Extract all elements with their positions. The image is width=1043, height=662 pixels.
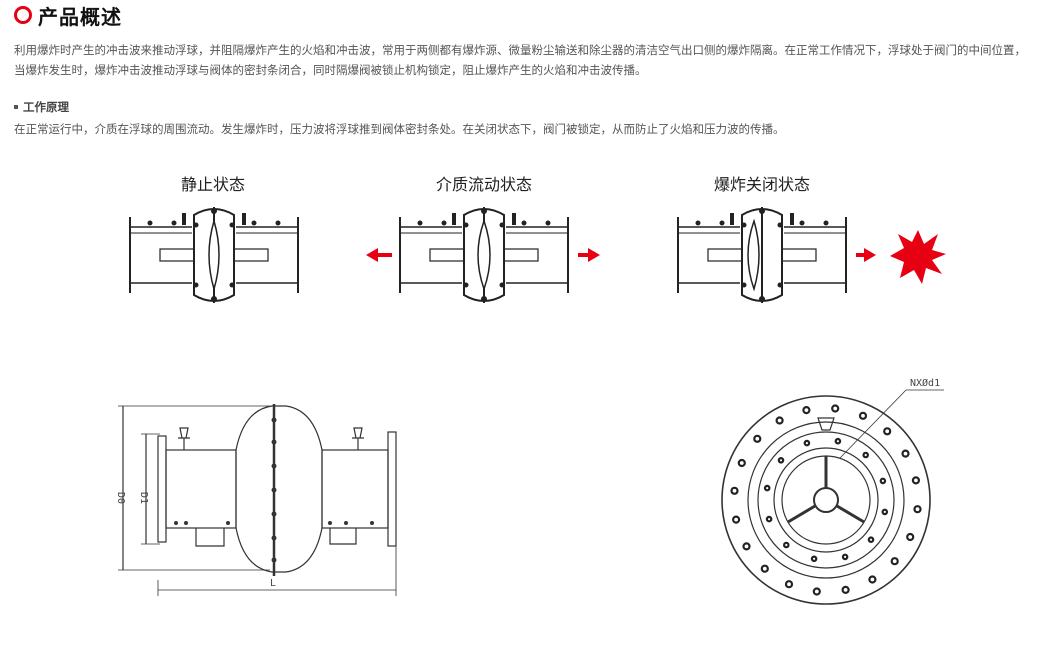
- bolt-hole: [890, 557, 899, 566]
- bolt-hole: [803, 439, 811, 447]
- bolt-hole: [841, 585, 850, 595]
- bolt-hole: [753, 434, 762, 443]
- bolt-hole: [834, 437, 842, 445]
- bolt-hole: [765, 515, 773, 523]
- flow-arrow-right-icon: [578, 248, 600, 262]
- bolt-hole: [881, 508, 889, 516]
- bolt-hole: [858, 411, 868, 420]
- front-view-bolt-holes: [730, 404, 922, 596]
- valve-static: [129, 206, 299, 304]
- side-view-bolts: [174, 417, 374, 563]
- bolt-hole: [775, 416, 784, 425]
- dim-inner-diameter: D1: [138, 492, 149, 504]
- bolt-hole: [862, 451, 870, 459]
- flow-arrow-left-icon: [366, 248, 392, 262]
- bolt-hole: [906, 532, 915, 542]
- bolt-hole: [802, 406, 811, 415]
- valve-closed: [677, 206, 847, 304]
- state-label-flow: 介质流动状态: [436, 175, 532, 194]
- bolt-hole: [737, 458, 746, 468]
- bolt-hole: [782, 541, 790, 549]
- explosion-burst-icon: [890, 230, 946, 284]
- bolt-hole: [911, 476, 921, 485]
- overview-line-2: 当爆炸发生时，爆炸冲击波推动浮球与阀体的密封条闭合，同时隔爆阀被锁止机构锁定，阻…: [14, 63, 647, 77]
- bolt-hole: [867, 536, 875, 544]
- section-header: 产品概述: [14, 2, 122, 29]
- overview-paragraph: 利用爆炸时产生的冲击波来推动浮球，并阻隔爆炸产生的火焰和冲击波，常用于两侧都有爆…: [14, 40, 1043, 80]
- principle-heading-text: 工作原理: [23, 100, 69, 114]
- dim-length: L: [270, 578, 276, 589]
- section-title: 产品概述: [38, 4, 122, 29]
- bolt-hole: [841, 553, 849, 561]
- state-label-static: 静止状态: [181, 175, 245, 194]
- principle-paragraph: 在正常运行中，介质在浮球的周围流动。发生爆炸时，压力波将浮球推到阀体密封条处。在…: [14, 122, 785, 136]
- bolt-hole: [742, 542, 751, 551]
- bolt-hole: [763, 484, 771, 492]
- bolt-hole: [810, 555, 818, 563]
- bolt-hole: [730, 486, 739, 495]
- dim-outer-diameter: D0: [115, 492, 126, 504]
- overview-line-1: 利用爆炸时产生的冲击波来推动浮球，并阻隔爆炸产生的火焰和冲击波，常用于两侧都有爆…: [14, 43, 1026, 57]
- bolt-hole: [760, 564, 769, 573]
- bolt-hole: [831, 404, 840, 413]
- valve-flow: [399, 206, 569, 304]
- dim-holes: NXØd1: [910, 377, 940, 389]
- side-view-drawing: [118, 404, 397, 596]
- front-view-drawing: [721, 389, 944, 605]
- bolt-hole: [868, 575, 877, 584]
- bolt-hole: [879, 477, 887, 485]
- bolt-hole: [777, 456, 785, 464]
- state-label-closed: 爆炸关闭状态: [714, 175, 810, 194]
- bolt-hole: [913, 505, 922, 514]
- bolt-hole: [784, 580, 794, 589]
- bolt-hole: [883, 427, 892, 436]
- bolt-hole: [812, 587, 821, 596]
- principle-heading: 工作原理: [14, 99, 69, 115]
- square-bullet-icon: [14, 105, 18, 109]
- bolt-hole: [731, 515, 741, 524]
- explosion-arrow-icon: [856, 248, 876, 262]
- circle-bullet-icon: [14, 6, 32, 24]
- bolt-hole: [901, 449, 910, 458]
